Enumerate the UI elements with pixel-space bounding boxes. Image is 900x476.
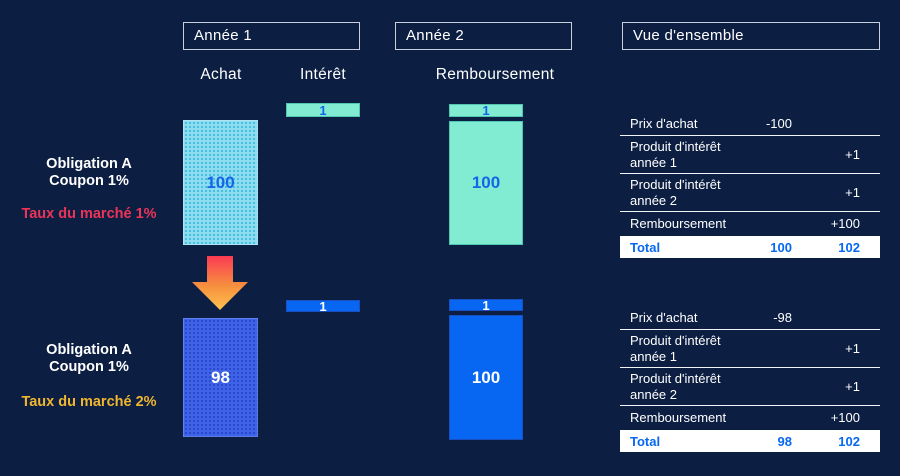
scenario2-purchase-bar: 98 — [183, 318, 258, 437]
table-row: Produit d'intérêt année 2 +1 — [620, 174, 880, 212]
row-label: Prix d'achat — [630, 116, 698, 131]
table-row: Prix d'achat -100 — [620, 113, 880, 136]
scenario1-purchase-bar: 100 — [183, 120, 258, 245]
row-value-right: +100 — [830, 216, 860, 231]
scenario1-market-rate-label: Taux du marché 1% — [21, 206, 157, 222]
year2-header-box: Année 2 — [395, 22, 572, 50]
scenario2-interest-value: 1 — [319, 298, 327, 314]
row-label: Produit d'intérêt année 2 — [630, 176, 721, 208]
total-value-right: 102 — [838, 239, 860, 255]
repayment-column-label: Remboursement — [435, 66, 555, 83]
scenario1-interest-bar: 1 — [286, 102, 360, 118]
scenario1-summary-table: Prix d'achat -100 Produit d'intérêt anné… — [620, 113, 880, 258]
row-value-mid: -98 — [773, 310, 792, 325]
row-label: Prix d'achat — [630, 310, 698, 325]
total-value-right: 102 — [838, 433, 860, 449]
row-label: Produit d'intérêt année 1 — [630, 138, 721, 170]
purchase-column-label: Achat — [200, 66, 242, 83]
scenario1-repayment-coupon-value: 1 — [482, 103, 490, 118]
row-label: Remboursement — [630, 410, 727, 425]
scenario1-interest-value: 1 — [319, 102, 327, 118]
row-label: Remboursement — [630, 216, 727, 231]
year1-header-box: Année 1 — [183, 22, 360, 50]
row-label: Produit d'intérêt année 2 — [630, 370, 721, 402]
scenario2-interest-bar: 1 — [286, 298, 360, 314]
row-value-right: +1 — [845, 184, 860, 200]
total-row: Total 100 102 — [620, 236, 880, 258]
scenario1-repayment-coupon-bar: 1 — [449, 103, 523, 118]
scenario2-purchase-value: 98 — [211, 367, 230, 387]
row-value-right: +1 — [845, 340, 860, 356]
total-label: Total — [630, 239, 661, 255]
scenario2-repayment-coupon-bar: 1 — [449, 297, 523, 313]
table-row: Produit d'intérêt année 1 +1 — [620, 136, 880, 174]
scenario2-repayment-principal-value: 100 — [471, 367, 501, 387]
scenario1-bond-label: Obligation A Coupon 1% — [8, 156, 170, 190]
scenario1-bond-name: Obligation A — [46, 156, 132, 172]
scenario2-coupon-label: Coupon 1% — [49, 359, 129, 375]
table-row: Remboursement +100 — [620, 212, 880, 236]
table-row: Remboursement +100 — [620, 406, 880, 430]
scenario2-bond-label: Obligation A Coupon 1% — [8, 342, 170, 376]
total-value-mid: 98 — [777, 433, 792, 449]
row-value-right: +100 — [830, 410, 860, 425]
overview-header-box: Vue d'ensemble — [622, 22, 880, 50]
scenario2-summary-table: Prix d'achat -98 Produit d'intérêt année… — [620, 307, 880, 452]
row-value-right: +1 — [845, 378, 860, 394]
table-row: Prix d'achat -98 — [620, 307, 880, 330]
table-row: Produit d'intérêt année 2 +1 — [620, 368, 880, 406]
scenario2-repayment-principal-bar: 100 — [449, 315, 523, 440]
row-value-mid: -100 — [765, 116, 792, 131]
table-row: Produit d'intérêt année 1 +1 — [620, 330, 880, 368]
year1-header-label: Année 1 — [194, 27, 252, 44]
scenario1-repayment-principal-value: 100 — [471, 173, 501, 192]
total-row: Total 98 102 — [620, 430, 880, 452]
scenario1-repayment-principal-bar: 100 — [449, 121, 523, 245]
total-value-mid: 100 — [770, 239, 792, 255]
row-label: Produit d'intérêt année 1 — [630, 332, 721, 364]
year2-header-label: Année 2 — [406, 27, 464, 44]
down-arrow-icon — [192, 256, 248, 310]
scenario2-repayment-coupon-value: 1 — [482, 297, 490, 313]
scenario1-coupon-label: Coupon 1% — [49, 173, 129, 189]
scenario2-market-rate-label: Taux du marché 2% — [21, 394, 157, 410]
total-label: Total — [630, 433, 661, 449]
overview-header-label: Vue d'ensemble — [633, 27, 744, 44]
scenario2-bond-name: Obligation A — [46, 342, 132, 358]
row-value-right: +1 — [845, 146, 860, 162]
interest-column-label: Intérêt — [299, 66, 347, 83]
scenario1-purchase-value: 100 — [206, 172, 235, 192]
